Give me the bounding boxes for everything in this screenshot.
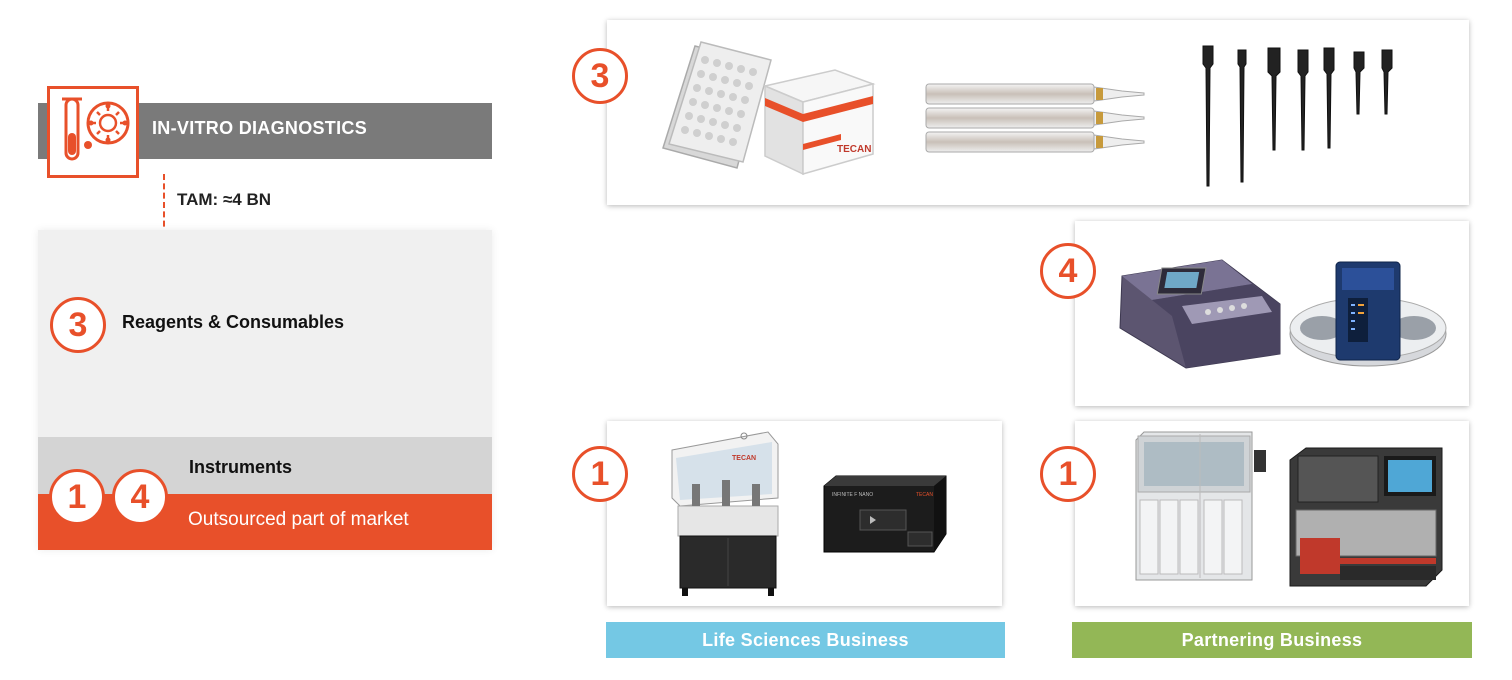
partnering-business-label: Partnering Business (1072, 622, 1472, 658)
qpcr-analyzer-image (1289, 261, 1447, 367)
reagents-number-badge: 3 (50, 297, 106, 353)
sample-tubes-image (925, 83, 1145, 153)
outsourced-number-badge-4: 4 (112, 469, 168, 525)
partner-small-number-badge: 4 (1040, 243, 1096, 299)
immunoassay-analyzer-image (1289, 447, 1443, 587)
diagnostic-analyzer-image (1135, 431, 1266, 581)
partnering-number-badge: 1 (1040, 446, 1096, 502)
microplate-and-kit-image: TECAN (662, 41, 876, 176)
reagents-consumables-label: Reagents & Consumables (122, 312, 345, 332)
life-sciences-business-label: Life Sciences Business (606, 622, 1005, 658)
plate-reader-image: INFINITE F NANO TECAN (823, 475, 947, 553)
liquid-handler-logo: TECAN (732, 455, 756, 462)
ivd-icon-box (47, 86, 139, 178)
plate-reader-label: INFINITE F NANO (832, 492, 873, 498)
pipette-tips-image (1202, 45, 1393, 187)
outsourced-number-badge-1: 1 (49, 469, 105, 525)
liquid-handler-image: TECAN (671, 431, 779, 596)
tam-connector-line (163, 174, 165, 236)
ivd-title: IN-VITRO DIAGNOSTICS (152, 118, 368, 138)
outsourced-label: Outsourced part of market (188, 509, 409, 530)
instruments-label: Instruments (189, 457, 293, 477)
kit-box-logo: TECAN (837, 144, 871, 155)
test-tube-virus-icon (62, 97, 130, 161)
thermocycler-image (1119, 259, 1281, 369)
life-sciences-number-badge: 1 (572, 446, 628, 502)
consumables-number-badge: 3 (572, 48, 628, 104)
plate-reader-logo: TECAN (916, 492, 933, 498)
tam-label: TAM: ≈4 BN (177, 190, 272, 209)
